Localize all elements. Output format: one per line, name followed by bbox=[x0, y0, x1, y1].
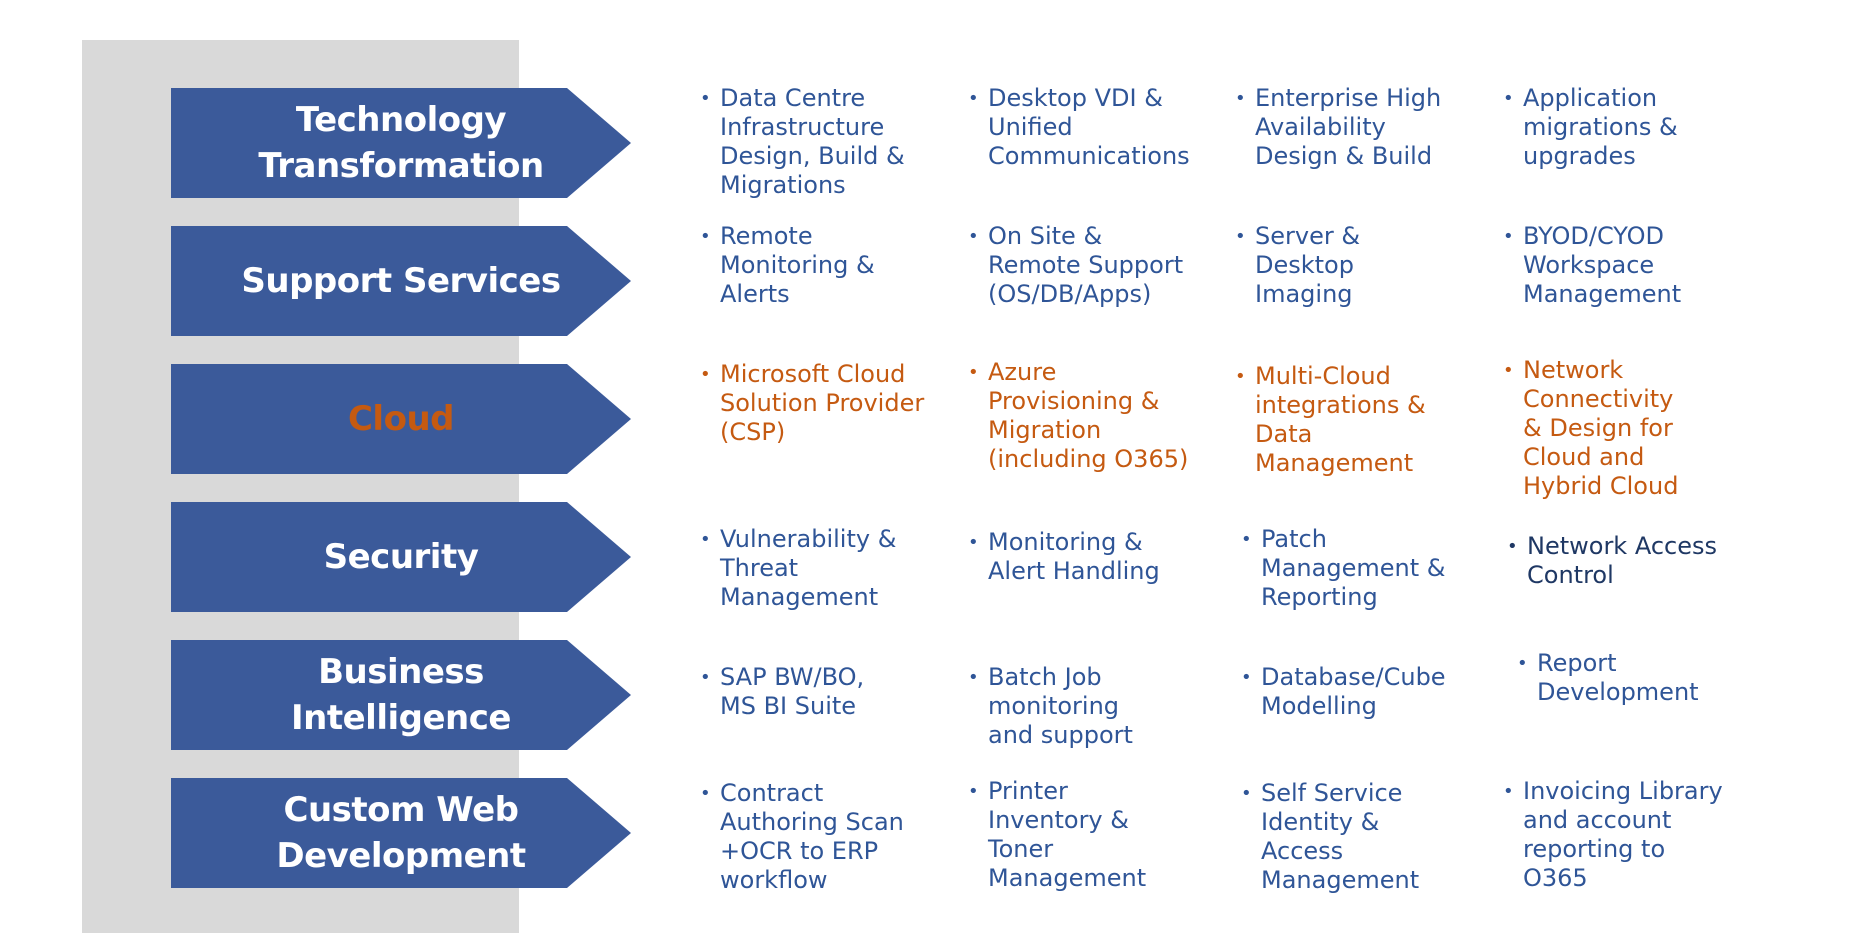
row-label-line: Cloud bbox=[347, 399, 455, 439]
service-item: • Enterprise High Availability Design & B… bbox=[1235, 84, 1457, 171]
service-item: • Self Service Identity & Access Manageme… bbox=[1241, 779, 1463, 895]
service-item: • Batch Job monitoring and support bbox=[968, 663, 1148, 750]
row-label-line: Transformation bbox=[258, 146, 544, 186]
row-label-line: Business Intelligence bbox=[291, 652, 511, 738]
service-item-text: Network Access Control bbox=[1527, 532, 1717, 589]
bullet: • bbox=[1503, 88, 1514, 109]
service-item-text: Network Connectivity & Design for Cloud … bbox=[1523, 356, 1679, 500]
service-item: • Patch Management & Reporting bbox=[1241, 525, 1463, 612]
row-label: Technology Transformation bbox=[203, 97, 599, 189]
service-item-text: Patch Management & Reporting bbox=[1261, 525, 1446, 611]
service-item: • BYOD/CYOD Workspace Management bbox=[1503, 222, 1703, 309]
service-item: • Network Connectivity & Design for Cloud… bbox=[1503, 356, 1693, 501]
service-item-text: BYOD/CYOD Workspace Management bbox=[1523, 222, 1682, 308]
row-label: Support Services bbox=[203, 258, 599, 304]
service-item: • Vulnerability & Threat Management bbox=[700, 525, 910, 612]
service-item-text: Enterprise High Availability Design & Bu… bbox=[1255, 84, 1442, 170]
service-item-text: Data Centre Infrastructure Design, Build… bbox=[720, 84, 905, 199]
row-label-line: Support Services bbox=[241, 261, 561, 301]
row-arrow-security: Security bbox=[171, 502, 631, 612]
service-item-text: Server & Desktop Imaging bbox=[1255, 222, 1361, 308]
service-item-text: Vulnerability & Threat Management bbox=[720, 525, 897, 611]
bullet: • bbox=[1241, 783, 1252, 804]
bullet: • bbox=[700, 364, 711, 385]
service-item-text: Contract Authoring Scan +OCR to ERP work… bbox=[720, 779, 904, 894]
service-item: • Printer Inventory & Toner Management bbox=[968, 777, 1168, 893]
service-item-text: Report Development bbox=[1537, 649, 1699, 706]
bullet: • bbox=[1517, 653, 1528, 674]
service-item-text: SAP BW/BO, MS BI Suite bbox=[720, 663, 865, 720]
bullet: • bbox=[1241, 529, 1252, 550]
bullet: • bbox=[968, 226, 979, 247]
bullet: • bbox=[968, 781, 979, 802]
service-item: • Desktop VDI & Unified Communications bbox=[968, 84, 1200, 171]
row-label: Custom Web Development bbox=[203, 787, 599, 879]
bullet: • bbox=[1235, 88, 1246, 109]
service-item: • SAP BW/BO, MS BI Suite bbox=[700, 663, 900, 721]
service-item: • Server & Desktop Imaging bbox=[1235, 222, 1415, 309]
row-label-line: Development bbox=[276, 836, 526, 876]
row-arrow-cloud: Cloud bbox=[171, 364, 631, 474]
bullet: • bbox=[1235, 366, 1246, 387]
row-arrow-support-services: Support Services bbox=[171, 226, 631, 336]
service-item-text: Desktop VDI & Unified Communications bbox=[988, 84, 1190, 170]
service-item: • Multi-Cloud integrations & Data Managem… bbox=[1235, 362, 1457, 478]
bullet: • bbox=[700, 667, 711, 688]
service-item-text: Printer Inventory & Toner Management bbox=[988, 777, 1147, 892]
row-label-line: Security bbox=[323, 537, 479, 577]
bullet: • bbox=[1241, 667, 1252, 688]
service-item-text: Microsoft Cloud Solution Provider (CSP) bbox=[720, 360, 925, 446]
bullet: • bbox=[968, 362, 979, 383]
bullet: • bbox=[1503, 226, 1514, 247]
service-item-text: Multi-Cloud integrations & Data Manageme… bbox=[1255, 362, 1426, 477]
service-item: • On Site & Remote Support (OS/DB/Apps) bbox=[968, 222, 1200, 309]
row-label-line: Technology bbox=[295, 100, 507, 140]
service-item: • Report Development bbox=[1517, 649, 1717, 707]
bullet: • bbox=[1503, 781, 1514, 802]
bullet: • bbox=[1235, 226, 1246, 247]
service-item: • Azure Provisioning & Migration (includi… bbox=[968, 358, 1200, 474]
service-item: • Microsoft Cloud Solution Provider (CSP) bbox=[700, 360, 932, 447]
row-label: Security bbox=[203, 534, 599, 580]
service-item: • Monitoring & Alert Handling bbox=[968, 528, 1178, 586]
bullet: • bbox=[1503, 360, 1514, 381]
bullet: • bbox=[700, 88, 711, 109]
service-item-text: Monitoring & Alert Handling bbox=[988, 528, 1160, 585]
row-arrow-custom-web-development: Custom Web Development bbox=[171, 778, 631, 888]
service-item-text: Invoicing Library and account reporting … bbox=[1523, 777, 1723, 892]
service-item-text: Remote Monitoring & Alerts bbox=[720, 222, 875, 308]
bullet: • bbox=[700, 783, 711, 804]
bullet: • bbox=[700, 529, 711, 550]
service-item-text: Batch Job monitoring and support bbox=[988, 663, 1133, 749]
row-label: Cloud bbox=[203, 396, 599, 442]
bullet: • bbox=[968, 532, 979, 553]
bullet: • bbox=[968, 88, 979, 109]
row-arrow-technology-transformation: Technology Transformation bbox=[171, 88, 631, 198]
service-item: • Data Centre Infrastructure Design, Buil… bbox=[700, 84, 932, 200]
service-item-text: Azure Provisioning & Migration (includin… bbox=[988, 358, 1189, 473]
service-item: • Invoicing Library and account reporting… bbox=[1503, 777, 1733, 893]
row-arrow-business-intelligence: Business Intelligence bbox=[171, 640, 631, 750]
service-item-text: Database/Cube Modelling bbox=[1261, 663, 1446, 720]
row-label: Business Intelligence bbox=[203, 649, 599, 741]
bullet: • bbox=[968, 667, 979, 688]
service-item: • Network Access Control bbox=[1507, 532, 1729, 590]
service-item-text: Application migrations & upgrades bbox=[1523, 84, 1678, 170]
service-item: • Contract Authoring Scan +OCR to ERP wor… bbox=[700, 779, 922, 895]
service-item: • Database/Cube Modelling bbox=[1241, 663, 1463, 721]
bullet: • bbox=[1507, 536, 1518, 557]
service-item-text: Self Service Identity & Access Managemen… bbox=[1261, 779, 1420, 894]
row-label-line: Custom Web bbox=[283, 790, 519, 830]
service-item: • Remote Monitoring & Alerts bbox=[700, 222, 910, 309]
service-item-text: On Site & Remote Support (OS/DB/Apps) bbox=[988, 222, 1184, 308]
service-item: • Application migrations & upgrades bbox=[1503, 84, 1725, 171]
bullet: • bbox=[700, 226, 711, 247]
